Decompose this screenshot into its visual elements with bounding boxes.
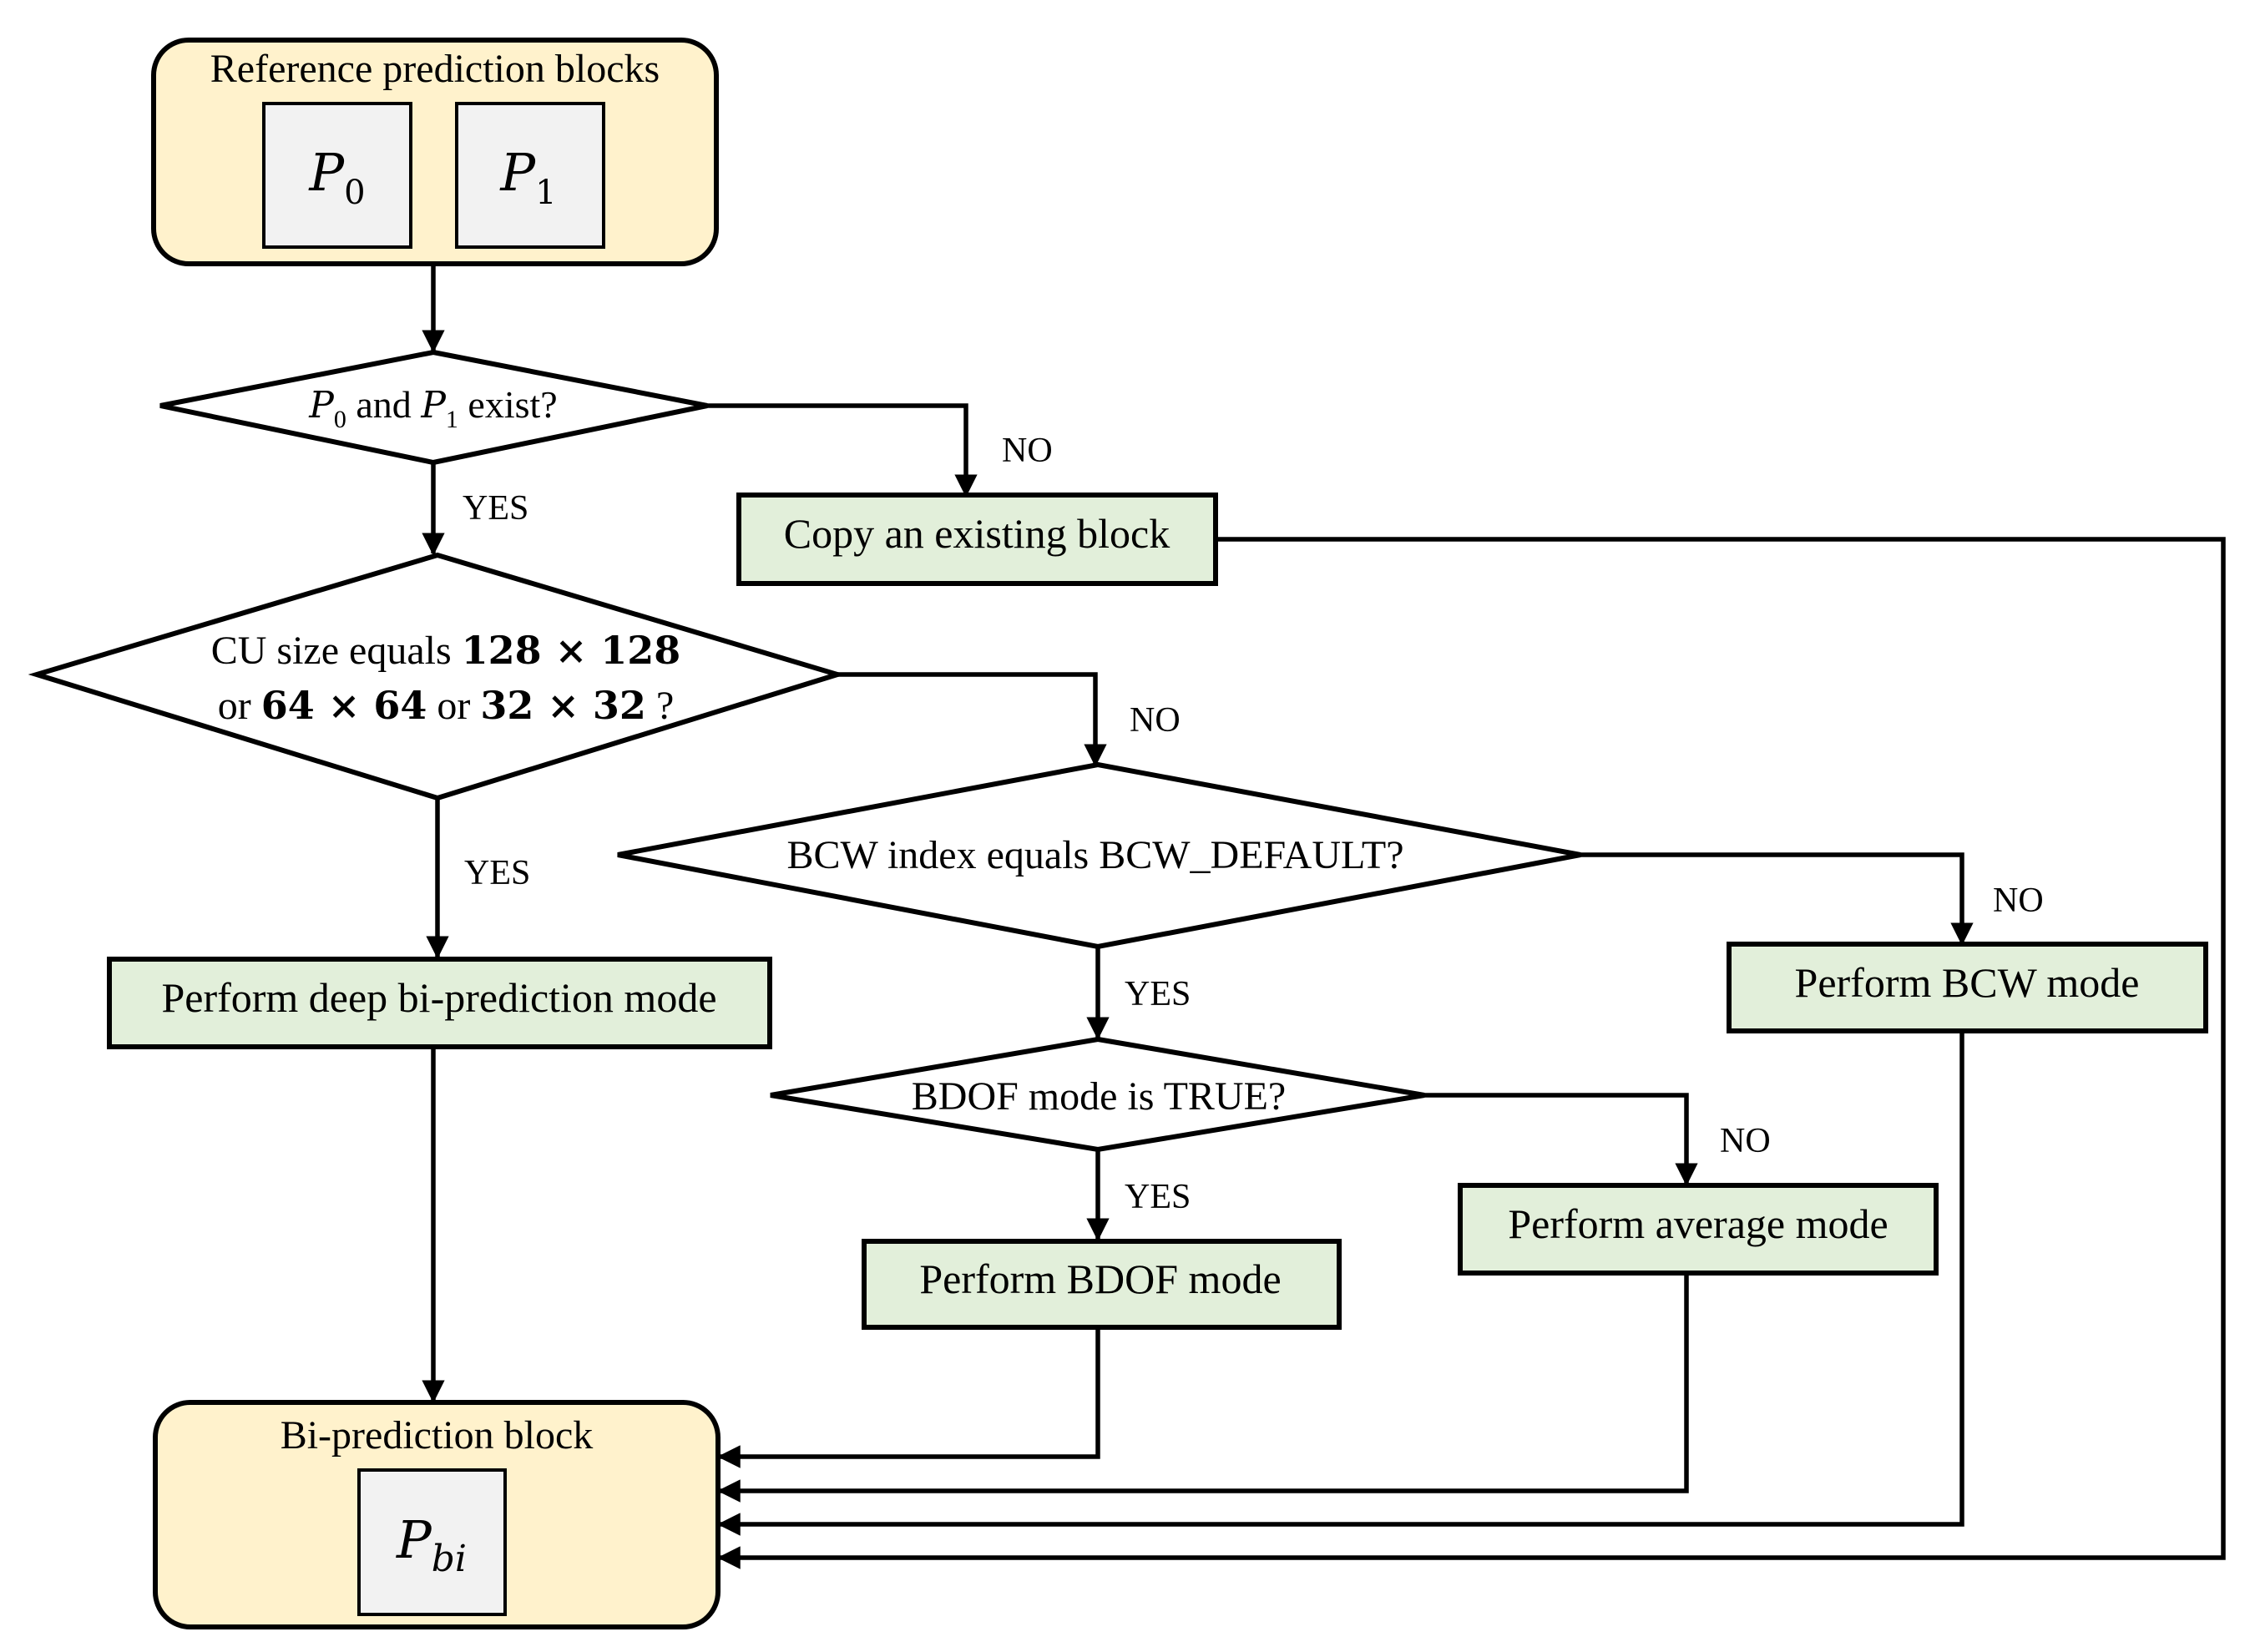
- decision-cu-size-line1: CU size equals 128 × 128: [211, 628, 681, 673]
- process-average-mode: Perform average mode: [1458, 1183, 1939, 1276]
- end-terminal: Bi-prediction block Pbi: [153, 1400, 721, 1629]
- block-p1-label: P1: [499, 142, 556, 212]
- edge-labels: NO YES NO YES NO YES NO YES: [463, 432, 2044, 1216]
- edge-label-yes-exist: YES: [463, 489, 528, 528]
- edge-cu-no-to-bcw: [837, 672, 1107, 767]
- edge-label-yes-bdof: YES: [1125, 1178, 1191, 1216]
- start-terminal: Reference prediction blocks P0 P1: [151, 38, 719, 266]
- edge-label-no-bcw: NO: [1993, 882, 2044, 920]
- block-pbi: [357, 1468, 507, 1616]
- decision-cu-size-line2: or 64 × 64 or 32 × 32 ?: [218, 683, 675, 728]
- process-deep-bi-prediction: Perform deep bi-prediction mode: [107, 957, 772, 1049]
- edge-bcwmode-to-end: [717, 1031, 1964, 1536]
- process-bdof-mode-label: Perform BDOF mode: [919, 1255, 1281, 1302]
- process-deep-bi-prediction-label: Perform deep bi-prediction mode: [161, 974, 716, 1021]
- edge-average-to-end: [717, 1273, 1689, 1503]
- edge-bdof-no-to-average: [1424, 1093, 1698, 1186]
- decision-bcw-index-label: BCW index equals BCW_DEFAULT?: [786, 833, 1403, 877]
- end-terminal-title: Bi-prediction block: [281, 1413, 594, 1457]
- edges: [422, 265, 2226, 1569]
- edge-label-yes-bcw: YES: [1125, 975, 1191, 1013]
- block-pbi-label: Pbi: [396, 1509, 467, 1580]
- edge-label-no-exist: NO: [1002, 432, 1053, 470]
- block-p0: [262, 102, 412, 249]
- decision-p0-p1-exist: P0 and P1 exist?: [159, 349, 708, 466]
- edge-copy-to-end: [717, 537, 2226, 1569]
- decision-bdof-mode: BDOF mode is TRUE?: [770, 1036, 1425, 1153]
- edge-label-no-cu: NO: [1130, 701, 1181, 740]
- block-p0-label: P0: [308, 142, 365, 212]
- process-bcw-mode-label: Perform BCW mode: [1795, 959, 2140, 1006]
- process-copy-existing-block-label: Copy an existing block: [784, 510, 1170, 557]
- start-terminal-title: Reference prediction blocks: [210, 47, 660, 91]
- block-p1: [455, 102, 605, 249]
- decision-p0-p1-exist-label: P0 and P1 exist?: [308, 383, 557, 433]
- edge-label-no-bdof: NO: [1720, 1122, 1771, 1160]
- process-bdof-mode: Perform BDOF mode: [862, 1239, 1342, 1330]
- process-copy-existing-block: Copy an existing block: [736, 493, 1218, 586]
- edge-exist-no-to-copy: [707, 403, 978, 498]
- process-average-mode-label: Perform average mode: [1508, 1200, 1888, 1247]
- edge-bcw-no-to-bcwmode: [1580, 852, 1974, 946]
- process-bcw-mode: Perform BCW mode: [1727, 942, 2208, 1033]
- decision-bdof-mode-label: BDOF mode is TRUE?: [912, 1074, 1286, 1119]
- edge-bdofmode-to-end: [717, 1326, 1100, 1468]
- decision-bcw-index: BCW index equals BCW_DEFAULT?: [617, 761, 1581, 950]
- decision-cu-size: CU size equals 128 × 128 or 64 × 64 or 3…: [28, 552, 847, 801]
- edge-label-yes-cu: YES: [464, 854, 530, 892]
